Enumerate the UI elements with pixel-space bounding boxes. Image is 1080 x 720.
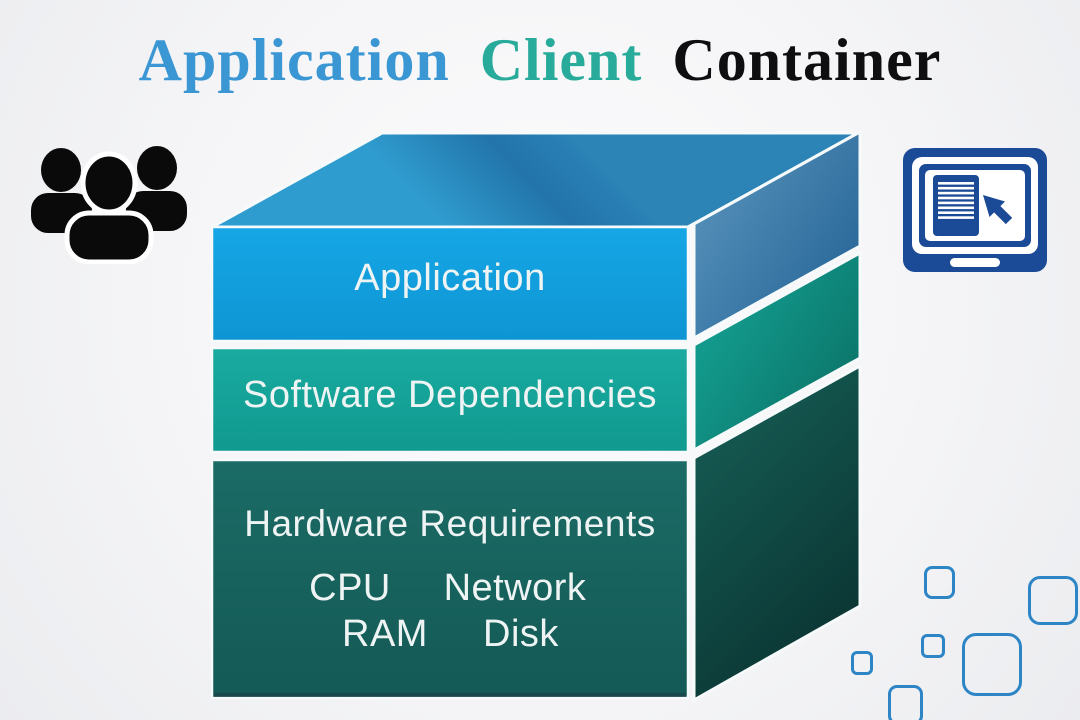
decor-square <box>1028 576 1078 625</box>
cube-side-application <box>692 130 862 340</box>
page-title: Application Client Container <box>0 26 1080 95</box>
hardware-item-disk: Disk <box>483 613 559 655</box>
decor-square <box>851 651 873 675</box>
cube-side-hardware <box>692 364 862 702</box>
document-icon <box>933 175 979 236</box>
title-application-word: Application <box>138 27 450 93</box>
decor-square <box>962 633 1022 696</box>
cube-side-software <box>692 251 862 452</box>
monitor-base-slot <box>950 258 1000 267</box>
layer-hardware-front <box>210 458 690 700</box>
cursor-arrow-icon <box>983 195 1013 225</box>
hardware-item-cpu: CPU <box>309 567 391 609</box>
user-back-right-head <box>137 146 177 190</box>
user-back-left-head <box>41 148 81 192</box>
decor-square <box>921 634 945 658</box>
cube-bottom-shadow-line <box>214 693 686 697</box>
title-client-word: Client <box>479 27 643 93</box>
layer-hardware-label: Hardware Requirements <box>244 503 656 544</box>
layer-application-label: Application <box>354 257 545 299</box>
layer-software-front <box>210 346 690 454</box>
decor-square <box>924 566 955 599</box>
hardware-item-ram: RAM <box>342 613 428 655</box>
document-text-lines <box>938 182 974 219</box>
users-group-icon <box>31 146 187 264</box>
hardware-item-network: Network <box>444 567 587 609</box>
user-front-body <box>64 210 154 264</box>
layer-software-label: Software Dependencies <box>243 374 657 416</box>
monitor-with-document-and-cursor-icon <box>903 148 1047 272</box>
title-container-word: Container <box>672 27 942 93</box>
layer-application-front <box>210 225 690 343</box>
decor-square <box>888 685 923 720</box>
